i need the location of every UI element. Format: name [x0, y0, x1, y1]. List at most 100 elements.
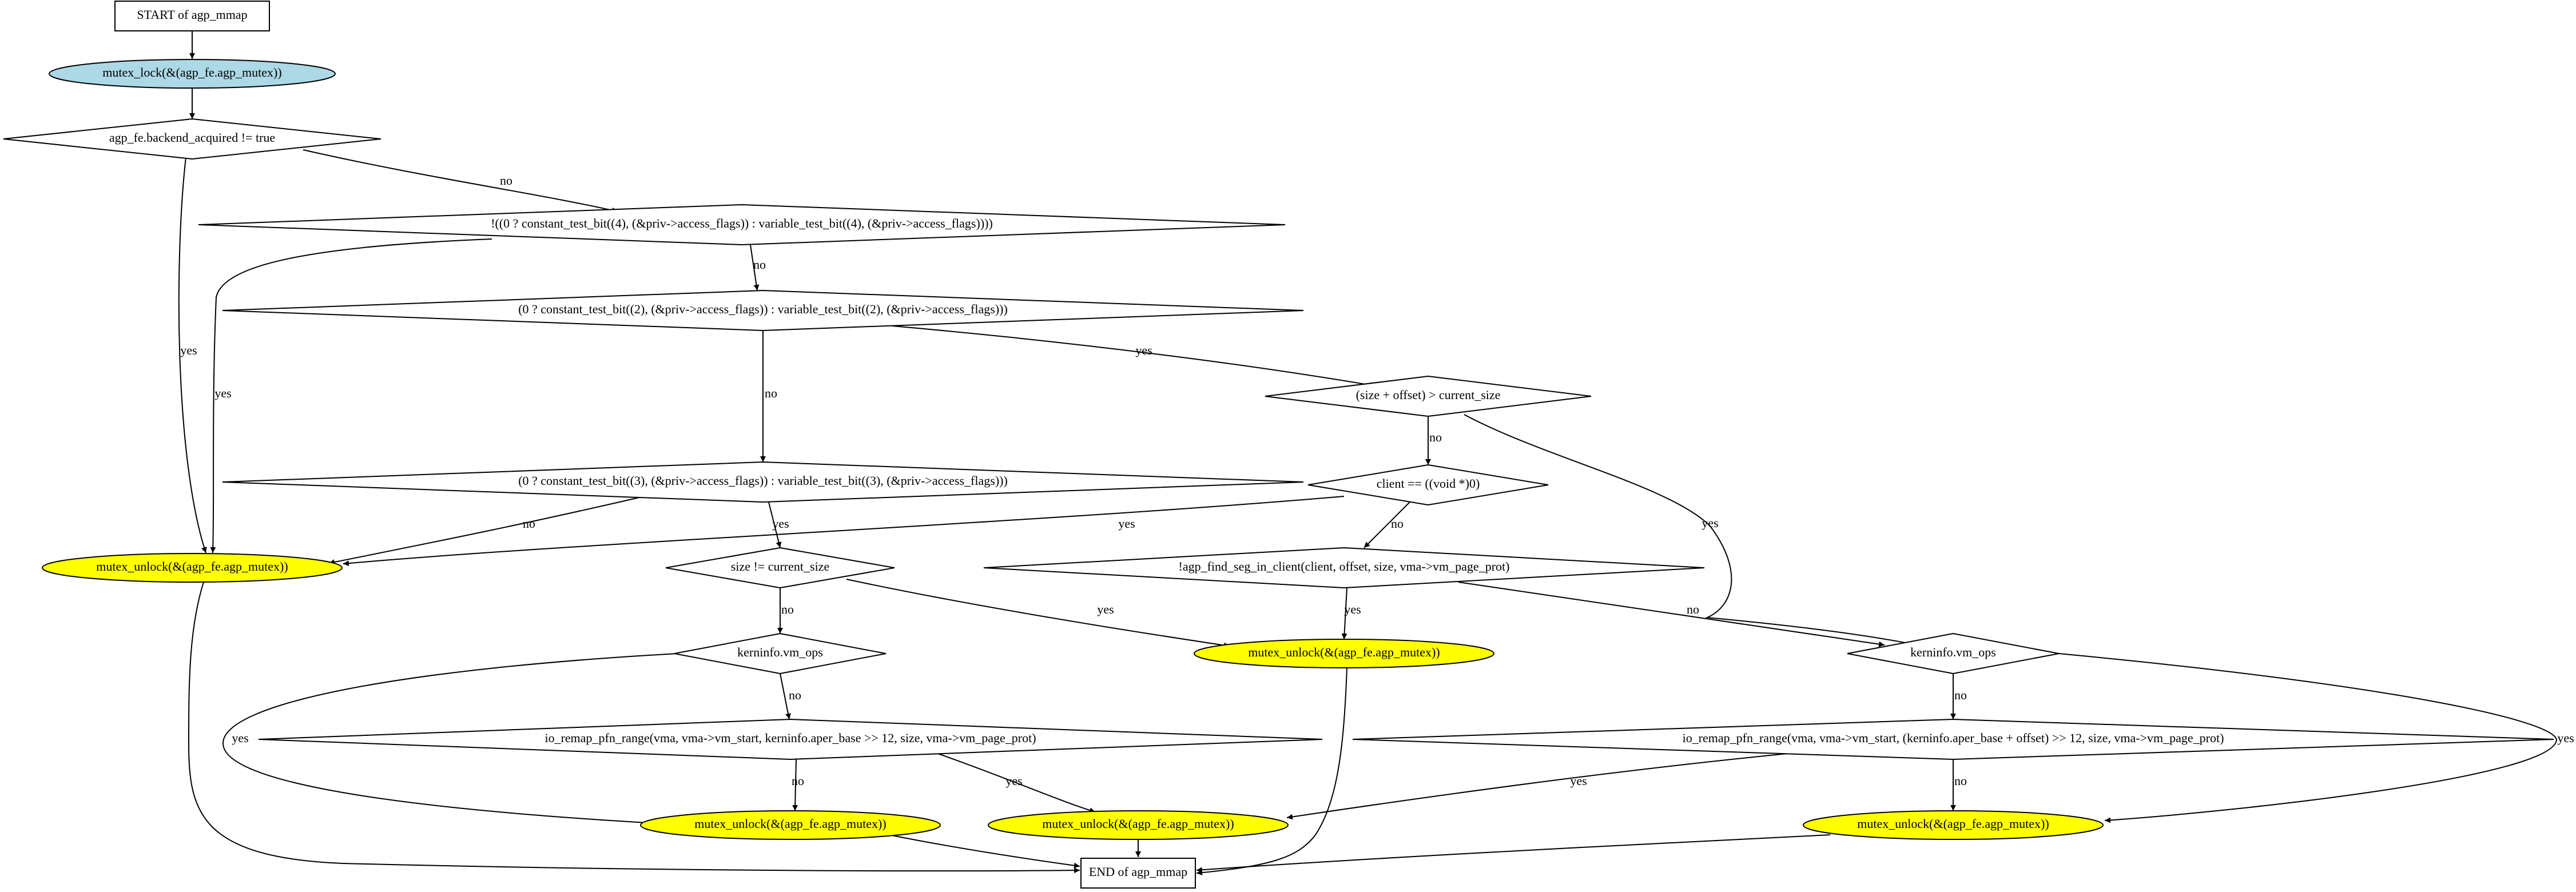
node-label: mutex_unlock(&(agp_fe.agp_mutex)): [96, 559, 288, 574]
node-u4: mutex_unlock(&(agp_fe.agp_mutex)): [988, 810, 1289, 840]
edge-u5-end: [1196, 834, 1831, 873]
node-label: mutex_unlock(&(agp_fe.agp_mutex)): [1857, 817, 2049, 831]
decision-diamond: [198, 204, 1286, 246]
node-label: END of agp_mmap: [1089, 865, 1187, 879]
edge-d9-u3: yes: [222, 653, 678, 826]
edge-label: no: [500, 173, 512, 188]
edge-line: [750, 244, 760, 291]
edge-d1-d2: no: [303, 149, 618, 213]
edge-line: [188, 582, 1080, 874]
edge-d8-u2: yes: [1341, 587, 1361, 640]
node-d2: !((0 ? constant_test_bit((4), (&priv->ac…: [198, 204, 1286, 246]
decision-diamond: [674, 632, 887, 675]
edge-label: yes: [1097, 602, 1114, 616]
node-label: !agp_find_seg_in_client(client, offset, …: [1179, 559, 1510, 574]
node-label: mutex_lock(&(agp_fe.agp_mutex)): [102, 65, 281, 79]
node-d9: kerninfo.vm_ops: [674, 632, 887, 675]
node-d11: io_remap_pfn_range(vma, vma->vm_start, k…: [258, 718, 1323, 760]
decision-diamond: [1352, 718, 2554, 760]
node-d4: (size + offset) > current_size: [1265, 375, 1592, 417]
edge-d3-d4: yes: [892, 325, 1376, 388]
node-end: END of agp_mmap: [1080, 858, 1196, 889]
node-u3: mutex_unlock(&(agp_fe.agp_mutex)): [640, 810, 941, 840]
edge-line: [303, 149, 618, 213]
edge-label: yes: [1135, 343, 1152, 357]
decision-diamond: [3, 118, 381, 160]
edge-line: [792, 759, 798, 811]
node-label: (0 ? constant_test_bit((2), (&priv->acce…: [518, 302, 1008, 316]
statement-ellipse: [640, 810, 941, 840]
node-lock: mutex_lock(&(agp_fe.agp_mutex)): [49, 59, 336, 89]
edge-line: [210, 238, 492, 553]
edge-line: [780, 673, 791, 720]
edge-d5-d8: no: [1363, 501, 1410, 548]
edge-line: [846, 579, 1230, 648]
edge-line: [178, 157, 207, 553]
node-label: kerninfo.vm_ops: [1910, 645, 1996, 659]
node-label: agp_fe.backend_acquired != true: [109, 130, 275, 145]
node-label: mutex_unlock(&(agp_fe.agp_mutex)): [1248, 645, 1440, 659]
node-label: mutex_unlock(&(agp_fe.agp_mutex)): [1042, 817, 1234, 831]
edge-d2-d3: no: [750, 244, 766, 291]
edge-u3-end: [874, 831, 1080, 869]
node-d12: io_remap_pfn_range(vma, vma->vm_start, (…: [1352, 718, 2554, 760]
node-d3: (0 ? constant_test_bit((2), (&priv->acce…: [222, 289, 1304, 332]
edge-label: yes: [1005, 774, 1022, 788]
edge-d10-d12: no: [1950, 674, 1967, 719]
node-d8: !agp_find_seg_in_client(client, offset, …: [983, 547, 1705, 589]
node-u1: mutex_unlock(&(agp_fe.agp_mutex)): [42, 553, 343, 583]
node-label: size != current_size: [731, 559, 829, 574]
edge-u2-end: [1196, 667, 1347, 876]
edge-line: [1341, 587, 1347, 640]
edges-layer: no yes yes no yes no no yes yes no no yes yes no yes no…: [178, 31, 2574, 876]
node-d7: size != current_size: [665, 547, 895, 589]
edge-label: no: [1429, 430, 1442, 444]
edge-line: [1464, 414, 1945, 654]
node-d5: client == ((void *)0): [1307, 464, 1549, 506]
edge-line: [1196, 834, 1831, 873]
edge-d8-d10: no: [1458, 582, 1885, 647]
edge-label: yes: [1702, 516, 1718, 530]
node-label: kerninfo.vm_ops: [737, 645, 823, 659]
edge-d11-u3: no: [792, 759, 804, 811]
decision-diamond: [1847, 632, 2060, 675]
decision-diamond: [258, 718, 1323, 760]
statement-ellipse: [988, 810, 1289, 840]
edge-d6-u1: no: [328, 491, 664, 565]
edge-label: no: [765, 386, 777, 400]
decision-diamond: [222, 461, 1304, 503]
node-label: io_remap_pfn_range(vma, vma->vm_start, (…: [1683, 731, 2224, 745]
edge-label: no: [523, 516, 535, 531]
edge-d11-u4: yes: [937, 753, 1096, 813]
edge-line: [937, 753, 1096, 813]
node-d10: kerninfo.vm_ops: [1847, 632, 2060, 675]
edge-label: no: [781, 602, 794, 616]
edge-d12-u5: no: [1950, 759, 1967, 811]
edge-line: [892, 325, 1376, 388]
edge-line: [1196, 667, 1347, 876]
node-label: !((0 ? constant_test_bit((4), (&priv->ac…: [491, 216, 993, 230]
node-label: START of agp_mmap: [137, 7, 247, 22]
edge-label: yes: [232, 731, 248, 745]
node-u2: mutex_unlock(&(agp_fe.agp_mutex)): [1194, 639, 1494, 668]
edge-line: [768, 501, 782, 548]
edge-line: [874, 831, 1080, 869]
nodes-layer: START of agp_mmap mutex_lock(&(agp_fe.agp…: [3, 1, 2554, 889]
edge-d6-d7: yes: [768, 501, 789, 548]
edge-label: yes: [1118, 516, 1135, 531]
node-d1: agp_fe.backend_acquired != true: [3, 118, 381, 160]
edge-line: [343, 496, 1345, 567]
edge-line: [1458, 582, 1885, 647]
edge-label: yes: [214, 386, 231, 400]
statement-ellipse: [1194, 639, 1494, 668]
node-u5: mutex_unlock(&(agp_fe.agp_mutex)): [1803, 810, 2104, 840]
edge-label: no: [753, 257, 766, 272]
edge-d10-u5: yes: [2058, 653, 2574, 823]
node-start: START of agp_mmap: [114, 1, 270, 31]
process-box: [114, 1, 270, 31]
edge-d4-d10: yes: [1464, 414, 1945, 654]
edge-label: yes: [1570, 774, 1587, 788]
edge-d12-u4: yes: [1286, 753, 1788, 820]
edge-label: no: [1391, 516, 1404, 531]
